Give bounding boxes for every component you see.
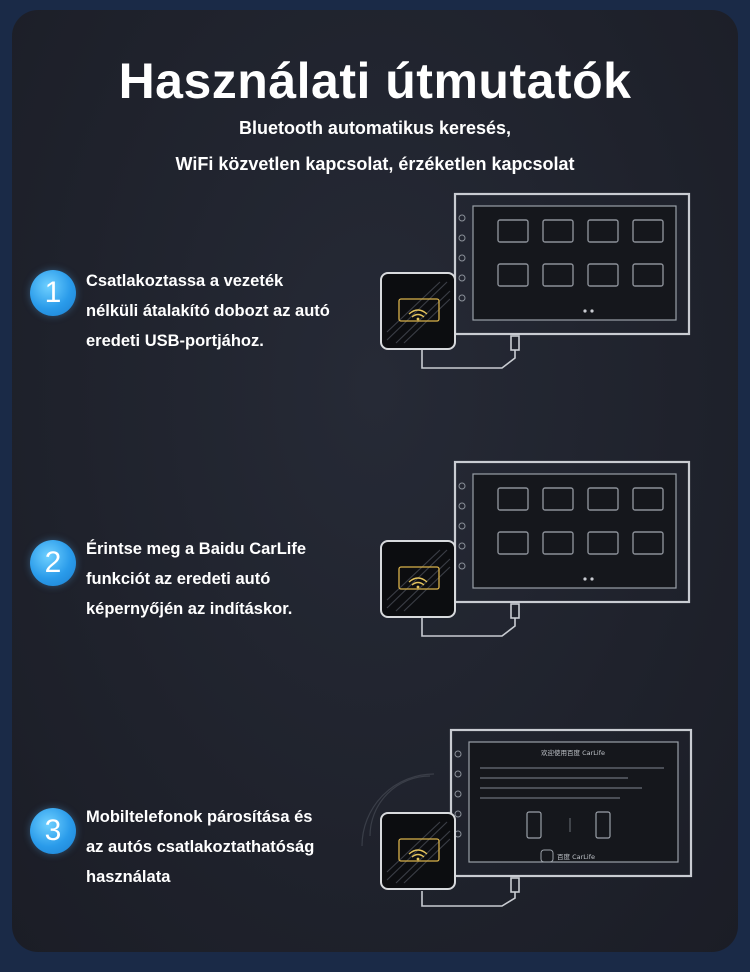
- step-3-badge: 3: [30, 808, 76, 854]
- adapter-box: [380, 812, 456, 890]
- carlife-title: 欢迎使用百度 CarLife: [541, 748, 605, 757]
- step-2-diagram: [380, 460, 691, 637]
- page-title: Használati útmutatók: [118, 53, 632, 109]
- car-screen: [453, 460, 691, 604]
- car-screen: [453, 192, 691, 336]
- step-1-line-1: Csatlakoztassa a vezeték: [86, 272, 284, 290]
- step-1-text: Csatlakoztassa a vezeték nélküli átalakí…: [86, 266, 376, 356]
- step-3-diagram: 欢迎使用百度 CarLife 百度 CarLife: [361, 728, 693, 907]
- step-1-diagram: [380, 192, 691, 369]
- guide-card: Használati útmutatók Bluetooth automatik…: [12, 10, 738, 952]
- step-1-line-3: eredeti USB-portjához.: [86, 332, 264, 350]
- step-2-text: Érintse meg a Baidu CarLife funkciót az …: [86, 534, 376, 624]
- step-3-line-2: az autós csatlakoztathatóság: [86, 838, 315, 856]
- adapter-box: [380, 272, 456, 350]
- usb-cable: [421, 335, 520, 369]
- step-3-line-3: használata: [86, 868, 171, 886]
- step-1-line-2: nélküli átalakító dobozt az autó: [86, 302, 330, 320]
- subtitle-line-2: WiFi közvetlen kapcsolat, érzéketlen kap…: [175, 154, 575, 174]
- step-2-badge: 2: [30, 540, 76, 586]
- usb-cable: [421, 603, 520, 637]
- carlife-logo-icon: [540, 849, 554, 863]
- step-2-line-3: képernyőjén az indításkor.: [86, 600, 293, 618]
- carlife-brand: 百度 CarLife: [557, 852, 595, 861]
- signal-arcs: [361, 773, 435, 847]
- step-2-line-1: Érintse meg a Baidu CarLife: [86, 540, 307, 558]
- step-3-line-1: Mobiltelefonok párosítása és: [86, 808, 313, 826]
- step-1: 1 Csatlakoztassa a vezeték nélküli átala…: [12, 190, 738, 390]
- carlife-screen: 欢迎使用百度 CarLife 百度 CarLife: [449, 728, 693, 878]
- usb-cable: [421, 877, 520, 907]
- adapter-box: [380, 540, 456, 618]
- step-3-text: Mobiltelefonok párosítása és az autós cs…: [86, 802, 376, 892]
- step-2-line-2: funkciót az eredeti autó: [86, 570, 271, 588]
- step-2: 2 Érintse meg a Baidu CarLife funkciót a…: [12, 458, 738, 658]
- subtitle-line-1: Bluetooth automatikus keresés,: [238, 118, 512, 138]
- step-3: 3 Mobiltelefonok párosítása és az autós …: [12, 726, 738, 926]
- step-1-badge: 1: [30, 270, 76, 316]
- phone-icon: [526, 811, 611, 839]
